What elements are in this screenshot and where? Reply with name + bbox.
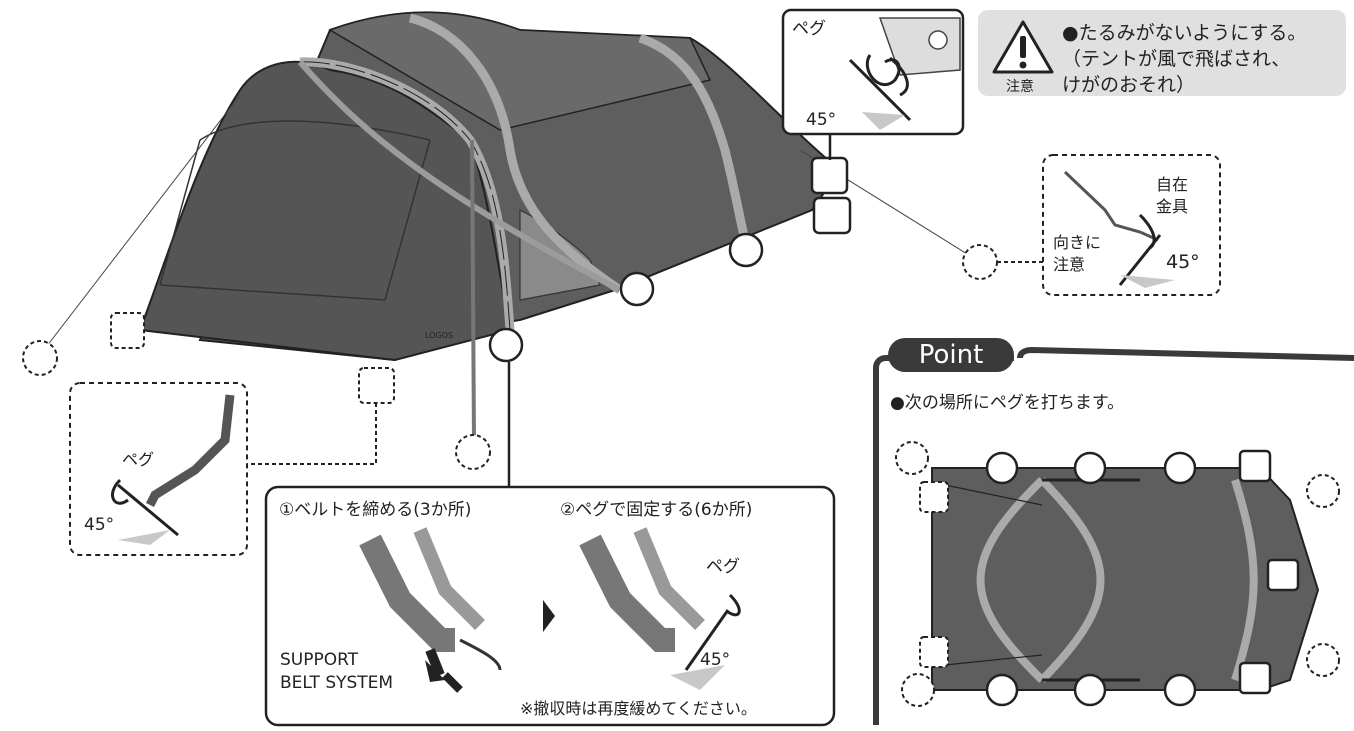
step-1-label: ①ベルトを締める(3か所): [279, 500, 471, 520]
warning-caption: 注意: [1006, 79, 1034, 95]
peg-marker-dashed: [901, 673, 935, 707]
peg-marker-circle: [1163, 673, 1197, 707]
pole-sleeve-middle: [408, 13, 623, 294]
corner-peg-marker: [810, 156, 849, 195]
peg-marker-dashed: [1306, 474, 1340, 508]
brand-logo: LOGOS: [425, 331, 453, 340]
peg-marker-circle: [1073, 673, 1107, 707]
belt-name-line-1: SUPPORT: [280, 650, 359, 670]
guy-line-left: [39, 94, 241, 356]
tent-top-view: [931, 467, 1320, 691]
corner-peg-marker: [1238, 661, 1272, 695]
point-tab: Point: [888, 338, 1014, 372]
peg-marker-circle: [728, 232, 764, 268]
angle-label: 45°: [84, 515, 114, 535]
belt-name-line-2: BELT SYSTEM: [280, 673, 393, 693]
peg-marker-circle: [985, 673, 1019, 707]
point-panel: [873, 346, 1354, 725]
peg-detail-top: ペグ 45°: [781, 8, 965, 160]
belt-instruction-panel: ①ベルトを締める(3か所) ②ペグで固定する(6か所) ペグ 45° SUPPO…: [264, 362, 836, 727]
peg-marker-circle: [1163, 451, 1197, 485]
peg-marker-circle: [488, 327, 524, 363]
peg-marker-dashed: [962, 244, 998, 280]
peg-label: ペグ: [706, 557, 740, 577]
corner-peg-marker: [1266, 558, 1300, 592]
pole-sleeve-front-outline: [299, 61, 511, 331]
peg-label: ペグ: [122, 450, 154, 469]
peg-marker-circle: [1073, 451, 1107, 485]
peg-markers: [22, 156, 998, 470]
warning-text: ●たるみがないようにする。 （テントが風で飛ばされ、 けがのおそれ）: [1062, 20, 1306, 98]
corner-peg-marker: [358, 367, 395, 404]
front-upright-pole: [470, 139, 476, 441]
tent-illustration: LOGOS: [39, 11, 981, 441]
corner-peg-marker: [110, 312, 145, 349]
cross-pole: [297, 60, 622, 293]
peg-detail-left: ペグ 45°: [69, 382, 377, 556]
corner-peg-marker: [919, 481, 949, 513]
next-step-arrow: [543, 600, 555, 632]
orientation-note-1: 向きに: [1053, 233, 1101, 252]
pole-sleeve-rear: [638, 33, 750, 242]
peg-marker-dashed: [455, 434, 491, 470]
warning-line-1: ●たるみがないようにする。: [1062, 22, 1307, 44]
peg-marker-dashed: [22, 340, 58, 376]
corner-peg-marker: [812, 196, 852, 235]
corner-peg-marker: [1238, 449, 1272, 483]
angle-label: 45°: [806, 110, 836, 130]
warning-line-2: （テントが風で飛ばされ、: [1062, 48, 1291, 70]
peg-marker-dashed: [895, 441, 929, 475]
tent-roof: [328, 11, 712, 131]
adjuster-label-1: 自在: [1156, 175, 1188, 194]
point-description: ●次の場所にペグを打ちます。: [890, 393, 1125, 413]
peg-marker-circle: [619, 271, 655, 307]
angle-label: 45°: [700, 650, 730, 670]
peg-label: ペグ: [792, 19, 826, 39]
tent-door-lines: [159, 120, 431, 301]
angle-label: 45°: [1166, 251, 1200, 273]
peg-marker-circle: [985, 451, 1019, 485]
corner-peg-marker: [919, 636, 949, 668]
warning-line-3: けがのおそれ）: [1062, 74, 1196, 96]
orientation-note-2: 注意: [1053, 255, 1085, 274]
footnote: ※撤収時は再度緩めてください。: [520, 699, 757, 718]
adjuster-label-2: 金具: [1156, 197, 1188, 216]
step-2-label: ②ペグで固定する(6か所): [560, 500, 752, 520]
peg-marker-dashed: [1306, 643, 1340, 677]
guy-adjuster-detail: 自在 金具 向きに 注意 45°: [997, 154, 1221, 296]
